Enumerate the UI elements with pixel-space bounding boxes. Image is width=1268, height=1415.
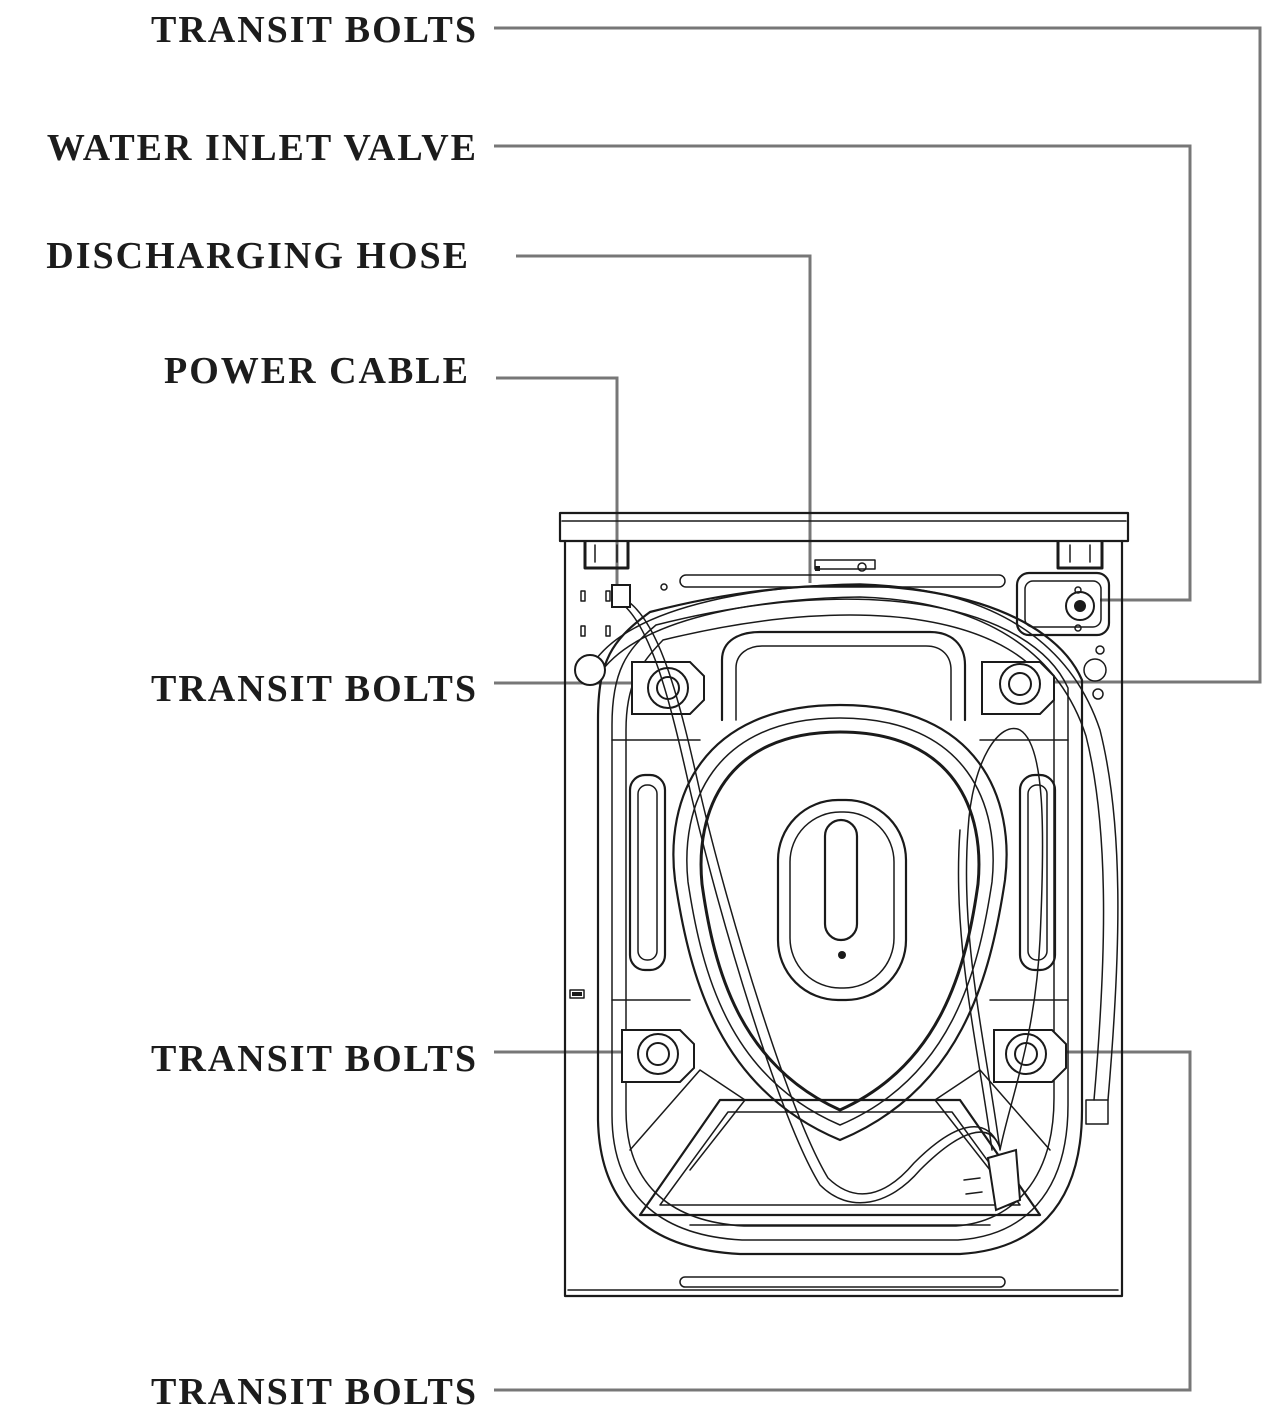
leader-transit-bolts-top [494,26,1262,684]
transit-bolt-lower-right [993,1029,1067,1083]
leader-power-cable [496,376,619,600]
label-transit-bolts-top: TRANSIT BOLTS [151,9,478,51]
machine-body [558,511,1130,1298]
label-transit-bolts-lower-left: TRANSIT BOLTS [151,1038,478,1080]
leader-transit-bolts-bottom [494,1050,1192,1392]
label-transit-bolts-upper-left: TRANSIT BOLTS [151,668,478,710]
leader-water-inlet-valve [494,144,1192,602]
drum-back [672,703,1008,1142]
leader-discharging-hose [516,254,812,583]
water-inlet-valve [1015,571,1111,700]
power-cable [611,584,1044,1212]
transit-bolt-lower-left [621,1029,695,1083]
transit-bolt-upper-right [981,661,1055,715]
discharging-hose [574,583,1119,1125]
label-transit-bolts-bottom: TRANSIT BOLTS [151,1371,478,1413]
label-water-inlet-valve: WATER INLET VALVE [47,127,478,169]
label-power-cable: POWER CABLE [164,350,470,392]
label-discharging-hose: DISCHARGING HOSE [46,235,470,277]
